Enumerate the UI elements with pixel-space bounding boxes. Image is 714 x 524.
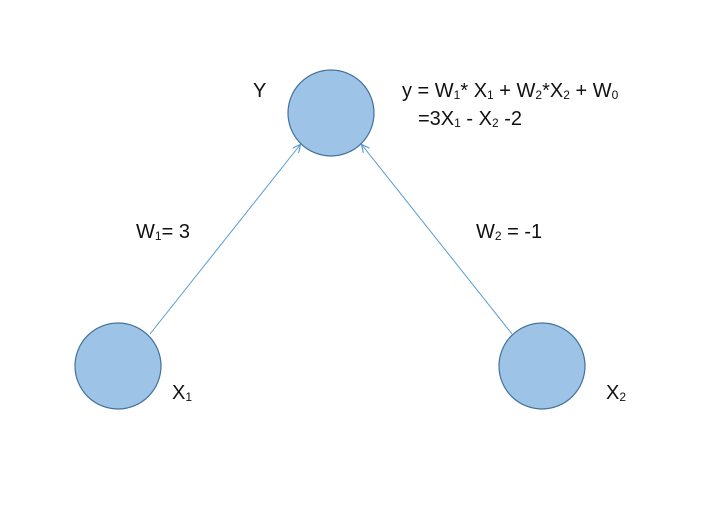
eq2-part-1: =3X xyxy=(418,108,455,130)
node-y xyxy=(287,69,375,157)
node-x1-label: X1 xyxy=(172,381,192,405)
node-x1 xyxy=(74,322,162,410)
equation-line-2: =3X1 - X2 -2 xyxy=(418,107,522,131)
eq2-part-3: -2 xyxy=(498,108,522,130)
edge-w1-label-sub: 1 xyxy=(154,229,162,243)
eq1-sub-5: 0 xyxy=(611,88,619,102)
node-y-label-text: Y xyxy=(253,80,267,102)
edge-w1-label-value: = 3 xyxy=(161,221,190,243)
node-x2-label-main: X xyxy=(606,382,620,404)
eq1-sub-4: 2 xyxy=(563,88,570,102)
eq1-sub-3: 2 xyxy=(535,88,543,102)
eq2-sub-2: 2 xyxy=(491,116,499,130)
node-x1-label-sub: 1 xyxy=(185,390,193,404)
eq1-part-2: * X xyxy=(460,80,488,102)
eq1-part-3: + W xyxy=(493,80,536,102)
equation-line-1: y = W1* X1 + W2*X2 + W0 xyxy=(402,79,618,103)
edge-w2-label-value: = -1 xyxy=(501,221,543,243)
node-x2-label-sub: 2 xyxy=(619,390,627,404)
eq1-part-1: y = W xyxy=(402,80,454,102)
edge-w2-label-main: W xyxy=(476,221,495,243)
edge-x1-to-y xyxy=(149,145,300,335)
eq1-part-5: + W xyxy=(569,80,612,102)
eq1-part-4: *X xyxy=(542,80,564,102)
node-y-label: Y xyxy=(253,79,266,103)
eq1-sub-2: 1 xyxy=(487,88,494,102)
edge-w1-label-main: W xyxy=(136,221,155,243)
edge-w2-label-sub: 2 xyxy=(494,229,502,243)
edge-w1-label: W1= 3 xyxy=(136,220,190,244)
node-x1-label-main: X xyxy=(172,382,186,404)
node-x2 xyxy=(498,322,586,410)
edge-x2-to-y xyxy=(362,145,513,335)
eq2-part-2: - X xyxy=(460,108,492,130)
edge-w2-label: W2 = -1 xyxy=(476,220,542,244)
node-x2-label: X2 xyxy=(606,381,626,405)
eq2-sub-1: 1 xyxy=(454,116,461,130)
eq1-sub-1: 1 xyxy=(453,88,461,102)
